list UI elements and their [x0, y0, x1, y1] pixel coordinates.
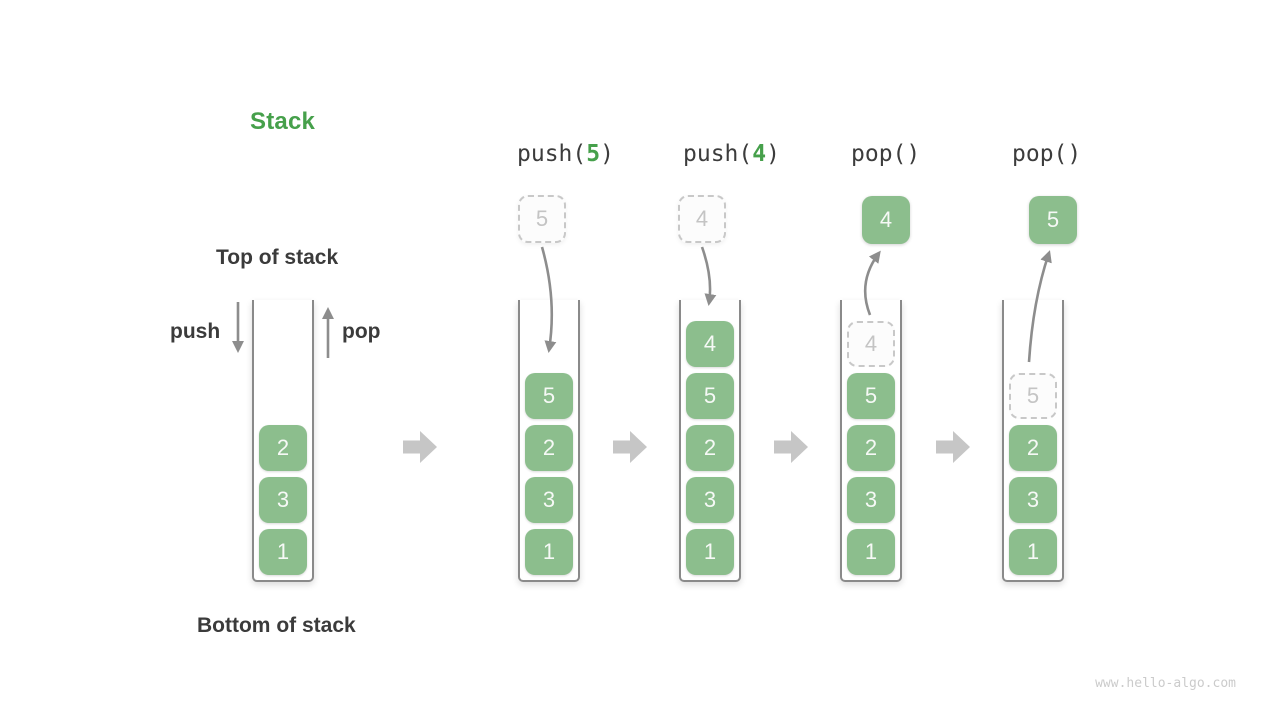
- stack-container-after-push-5: 5 2 3 1: [518, 300, 580, 582]
- op-text: pop(: [1012, 141, 1068, 167]
- pushed-value-box: 4: [678, 195, 726, 243]
- stack-cell: 2: [259, 425, 307, 471]
- pop-label: pop: [342, 320, 381, 343]
- popped-value-box: 5: [1029, 196, 1077, 244]
- bottom-of-stack-label: Bottom of stack: [197, 614, 356, 637]
- stack-cell: 3: [847, 477, 895, 523]
- stack-cell: 3: [686, 477, 734, 523]
- stack-cell: 5: [525, 373, 573, 419]
- stack-cell: 2: [847, 425, 895, 471]
- stack-cell-removed: 4: [847, 321, 895, 367]
- stack-cell: 2: [525, 425, 573, 471]
- push-4-flow-arrow-icon: [700, 246, 717, 306]
- stack-cell: 4: [686, 321, 734, 367]
- stack-cell: 1: [1009, 529, 1057, 575]
- stack-cell: 3: [259, 477, 307, 523]
- diagram-title: Stack: [250, 108, 316, 135]
- op-text: ): [1067, 141, 1082, 167]
- op-text: push(: [517, 141, 587, 167]
- pushed-value-box: 5: [518, 195, 566, 243]
- op-arg: 4: [752, 141, 767, 167]
- stack-cell: 2: [686, 425, 734, 471]
- stack-container-initial: 2 3 1: [252, 300, 314, 582]
- op-arg: 5: [586, 141, 601, 167]
- watermark: www.hello-algo.com: [1095, 676, 1236, 691]
- op-label-pop-1: pop(): [851, 141, 920, 167]
- popped-value-box: 4: [862, 196, 910, 244]
- op-text: pop(: [851, 141, 907, 167]
- op-text: push(: [683, 141, 753, 167]
- stack-container-after-pop-1: 4 5 2 3 1: [840, 300, 902, 582]
- stage-transition-arrow-icon: [774, 431, 808, 463]
- op-label-push-5: push(5): [517, 141, 614, 167]
- stack-cell: 1: [847, 529, 895, 575]
- op-label-pop-2: pop(): [1012, 141, 1081, 167]
- stack-cell: 1: [259, 529, 307, 575]
- stack-container-after-pop-2: 5 2 3 1: [1002, 300, 1064, 582]
- stage-transition-arrow-icon: [613, 431, 647, 463]
- op-text: ): [906, 141, 921, 167]
- stack-cell: 3: [1009, 477, 1057, 523]
- op-text: ): [766, 141, 780, 167]
- stage-transition-arrow-icon: [403, 431, 437, 463]
- stack-cell: 3: [525, 477, 573, 523]
- stack-cell: 1: [686, 529, 734, 575]
- stack-cell: 2: [1009, 425, 1057, 471]
- top-of-stack-label: Top of stack: [216, 246, 339, 269]
- stack-cell: 5: [686, 373, 734, 419]
- stage-transition-arrow-icon: [936, 431, 970, 463]
- op-label-push-4: push(4): [683, 141, 780, 167]
- stack-container-after-push-4: 4 5 2 3 1: [679, 300, 741, 582]
- op-text: ): [600, 141, 614, 167]
- stack-cell: 1: [525, 529, 573, 575]
- stack-cell: 5: [847, 373, 895, 419]
- stack-cell-removed: 5: [1009, 373, 1057, 419]
- push-label: push: [170, 320, 221, 343]
